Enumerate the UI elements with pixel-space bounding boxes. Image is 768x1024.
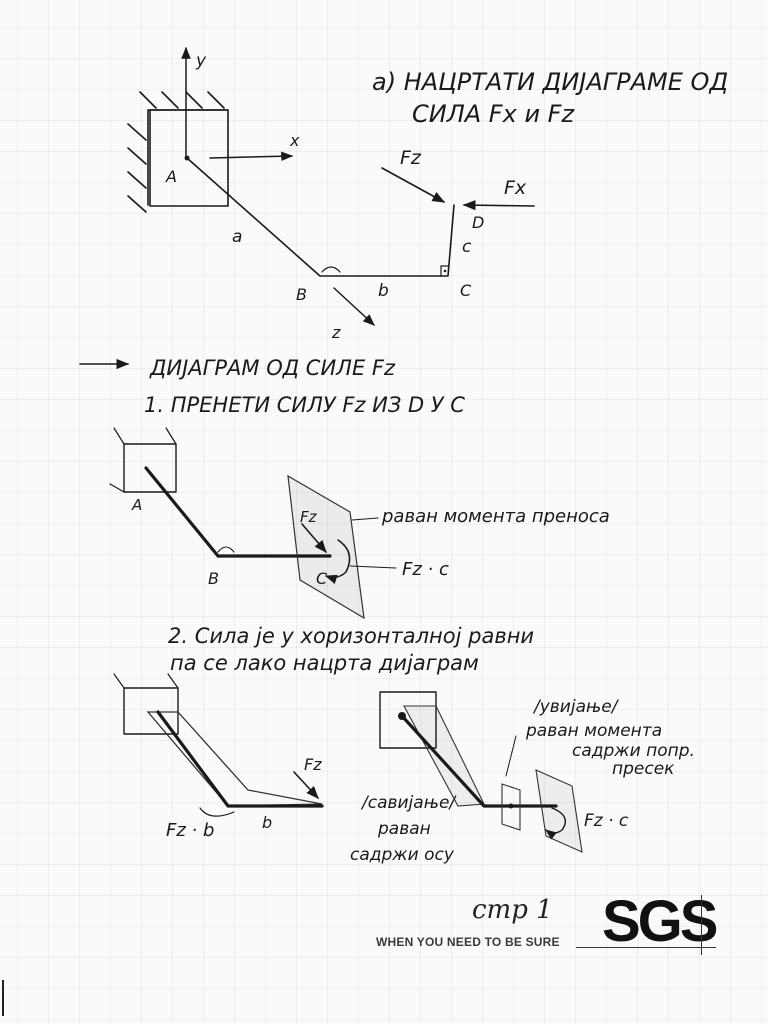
bending-diagram <box>146 711 323 807</box>
fig4-moment-c: Fz · c <box>584 811 629 831</box>
step2-line2: па се лако нацрта дијаграм <box>170 651 479 675</box>
step1-text: 1. ПРЕНЕТИ СИЛУ Fz ИЗ D У C <box>144 393 465 417</box>
wall-block-3 <box>123 687 179 735</box>
moment-curl-1 <box>324 539 351 584</box>
point-d-label: D <box>472 213 484 232</box>
wall-block-2 <box>123 443 177 493</box>
scan-edge-mark <box>2 980 4 1016</box>
section-title: ДИЈАГРАМ ОД СИЛЕ Fz <box>149 356 396 380</box>
page-footer: стр 1 WHEN YOU NEED TO BE SURE SGS <box>376 891 721 955</box>
force-fx-arrow <box>462 200 535 211</box>
step1-moment-label: Fz · c <box>402 559 449 580</box>
seg-a-label: a <box>232 227 242 247</box>
fig3-fz-label: Fz <box>304 755 322 774</box>
figure-3-bending: Fz b Fz · b <box>113 673 324 841</box>
axis-y-label: y <box>195 51 207 71</box>
bending-label3: садржи осу <box>350 845 455 865</box>
step1-point-b: B <box>208 569 219 588</box>
frame-bold-3 <box>156 710 324 808</box>
leader-moment <box>349 565 397 569</box>
step2-line1: 2. Сила је у хоризонталној равни <box>168 624 534 648</box>
seg-b-label: b <box>378 281 389 301</box>
step1-fz-arrow <box>301 523 327 553</box>
point-a-label: A <box>165 167 177 186</box>
bending-label2: раван <box>377 819 431 839</box>
force-fx-label: Fx <box>504 177 527 199</box>
right-angle-c <box>440 265 450 277</box>
point-b-label: B <box>296 285 307 304</box>
sgs-logo: SGS <box>602 889 718 954</box>
moment-curl-4 <box>545 807 566 840</box>
frame-abc-bold <box>144 466 332 558</box>
plane-label: раван момента преноса <box>381 506 610 527</box>
axis-x-label: x <box>289 131 300 150</box>
page-number: стр 1 <box>472 895 553 925</box>
moment-plane-1 <box>287 474 365 620</box>
axis-z-label: z <box>331 323 341 342</box>
fig3-fz-arrow <box>293 771 319 799</box>
figure-4-torsion: Fz · c /увијање/ раван момента садржи по… <box>350 691 695 865</box>
force-fz-arrow <box>381 167 446 203</box>
step1-fz-label: Fz <box>300 508 318 526</box>
force-fz-label: Fz <box>400 147 422 169</box>
brand-tagline: WHEN YOU NEED TO BE SURE <box>376 935 560 949</box>
torsion-label4: пресек <box>612 759 675 779</box>
title-line2: СИЛА Fx и Fz <box>412 100 575 128</box>
x-axis-arrow <box>209 151 294 162</box>
torsion-label3: садржи попр. <box>572 741 695 761</box>
fig3-moment-b: Fz · b <box>166 820 214 841</box>
torsion-label1: /увијање/ <box>532 697 620 717</box>
right-angle-b <box>321 266 341 273</box>
brand-divider <box>701 895 702 955</box>
frame-bold-4 <box>400 714 558 808</box>
figure-2-step1: A B C Fz раван момента преноса Fz · c <box>109 427 610 620</box>
point-c-label: C <box>460 281 472 300</box>
frame-abcd <box>186 157 455 277</box>
fig3-seg-b: b <box>262 813 272 832</box>
brand-underline <box>576 947 716 948</box>
figure-1-frame: y x A a b c B C D z Fz Fx <box>127 46 535 342</box>
torsion-label2: раван момента <box>525 721 662 741</box>
leader-plane <box>351 517 379 521</box>
seg-c-label: c <box>462 237 472 257</box>
z-axis-arrow <box>333 287 375 326</box>
title-line1: а) НАЦРТАТИ ДИЈАГРАМЕ ОД <box>372 68 728 96</box>
cross-section-plane <box>501 783 521 831</box>
bending-label1: /савијање/ <box>360 793 457 813</box>
step1-point-a: A <box>131 496 142 514</box>
wall-block-4 <box>379 691 437 749</box>
